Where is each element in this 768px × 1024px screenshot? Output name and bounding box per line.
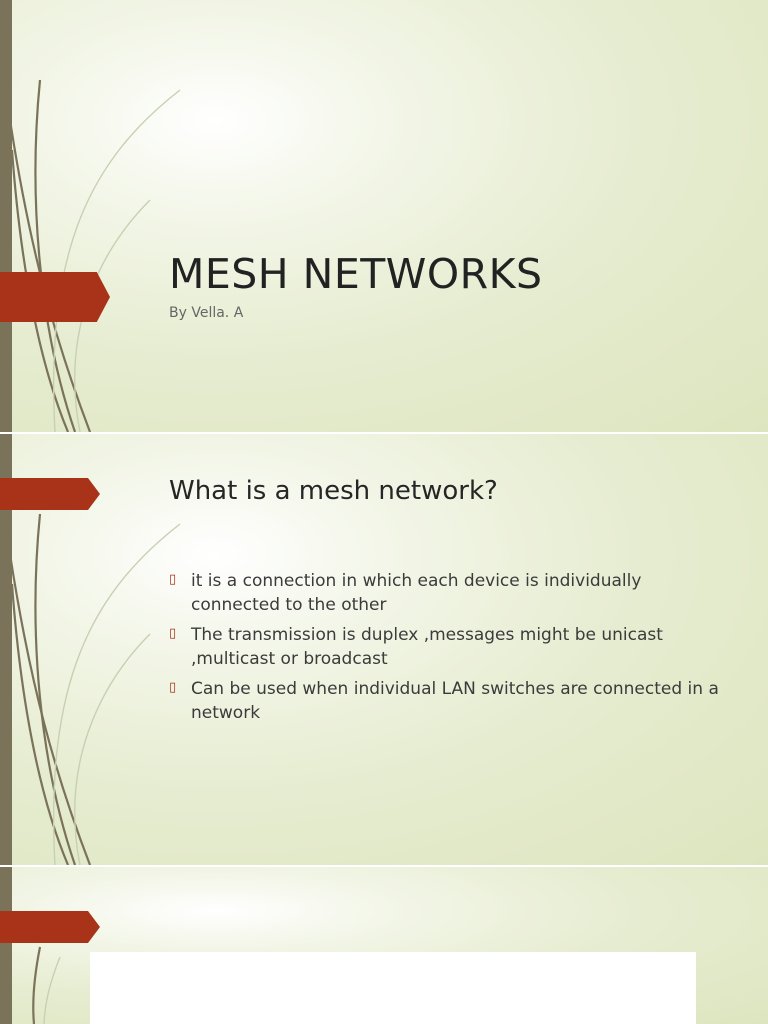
heading-arrow-shape: [0, 478, 100, 510]
list-item: ▯ it is a connection in which each devic…: [169, 570, 729, 617]
swoosh-decoration: [32, 946, 61, 1024]
left-accent-bar: [0, 434, 12, 865]
left-accent-bar: [0, 0, 12, 432]
slide-heading: What is a mesh network?: [169, 476, 498, 506]
slide-divider: [0, 432, 768, 434]
content-slide: [0, 434, 768, 865]
slide-subtitle: By Vella. A: [169, 305, 244, 321]
hollow-triangle-bullet-icon: ▯: [169, 626, 177, 641]
heading-arrow-shape: [0, 911, 100, 943]
list-item: ▯ Can be used when individual LAN switch…: [169, 678, 729, 725]
left-accent-bar: [0, 867, 12, 1024]
slide-divider: [0, 865, 768, 867]
hollow-triangle-bullet-icon: ▯: [169, 572, 177, 587]
slide-title: MESH NETWORKS: [169, 250, 543, 298]
bullet-list: ▯ it is a connection in which each devic…: [169, 570, 729, 732]
bullet-text: Can be used when individual LAN switches…: [191, 679, 719, 723]
swoosh-decoration: [8, 513, 181, 865]
image-placeholder-box: [90, 952, 696, 1024]
swoosh-decoration: [8, 79, 181, 432]
bullet-text: The transmission is duplex ,messages mig…: [191, 625, 663, 669]
title-arrow-shape: [0, 272, 110, 322]
list-item: ▯ The transmission is duplex ,messages m…: [169, 624, 729, 671]
bullet-text: it is a connection in which each device …: [191, 571, 642, 615]
hollow-triangle-bullet-icon: ▯: [169, 680, 177, 695]
title-slide: MESH NETWORKS By Vella. A: [0, 0, 768, 432]
